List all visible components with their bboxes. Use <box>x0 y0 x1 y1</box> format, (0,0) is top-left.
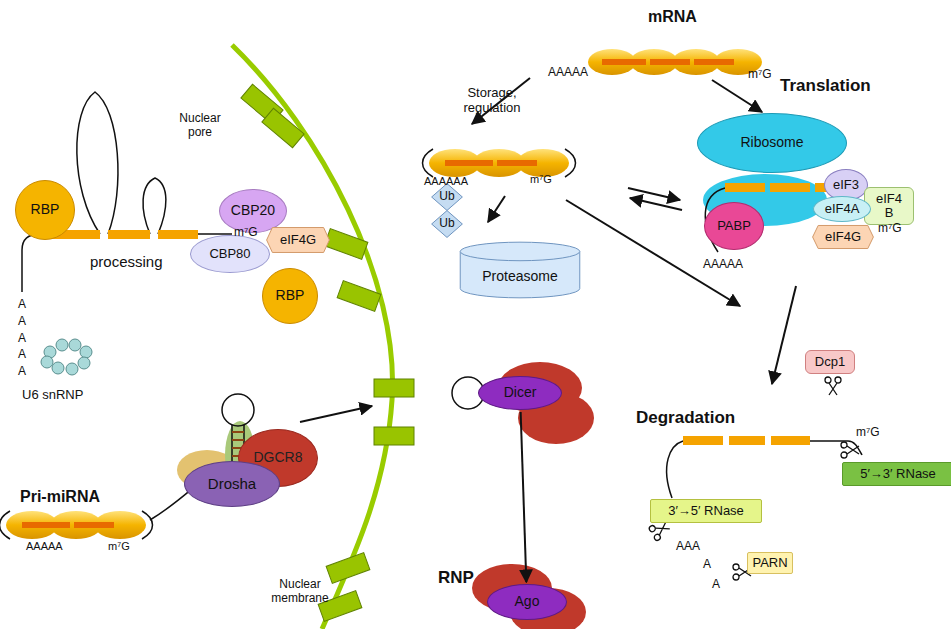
node-text: Proteasome <box>482 269 557 284</box>
text-label: m⁷G <box>878 222 902 236</box>
node-text: Dcp1 <box>815 355 845 369</box>
node-shape: Ub <box>431 210 463 238</box>
node-shape: Dcp1 <box>805 350 855 374</box>
node-shape: Ribosome <box>697 113 847 173</box>
node-text: CBP80 <box>209 247 250 261</box>
node-text: Ub <box>439 217 454 230</box>
node-shape: RBP <box>262 268 318 324</box>
node-text: Dicer <box>504 385 537 400</box>
text-label: Translation <box>780 76 871 96</box>
node-shape: eIF4G <box>266 227 330 253</box>
node-shape: eIF4 B <box>864 187 914 225</box>
text-label: m⁷G <box>108 540 130 553</box>
node-text: eIF4G <box>825 230 861 244</box>
node-text: eIF4 B <box>871 192 907 221</box>
text-label: Storage, regulation <box>452 86 532 116</box>
node-shape: Ago <box>487 584 567 620</box>
node-shape: 3′→5′ RNase <box>650 499 762 523</box>
node-text: 5′→3′ RNase <box>860 467 936 481</box>
node-shape: CBP80 <box>190 235 270 273</box>
text-label: Nuclear pore <box>170 112 230 140</box>
node-text: RBP <box>31 202 60 217</box>
node-shape: Ub <box>431 183 463 211</box>
text-label: U6 snRNP <box>22 388 83 403</box>
node-shape: PARN <box>747 552 793 574</box>
node-text: Ago <box>515 594 540 609</box>
node-text: eIF4A <box>825 202 860 216</box>
text-label: mRNA <box>648 8 697 26</box>
node-text: Ribosome <box>740 135 803 150</box>
text-label: RNP <box>438 568 474 588</box>
text-label: A <box>703 558 711 572</box>
text-label: Pri-miRNA <box>20 488 100 506</box>
node-shape: eIF4G <box>812 225 874 249</box>
text-label: AAAAA <box>703 258 743 272</box>
text-label: m⁷G <box>856 426 880 440</box>
text-label: AAAAAA <box>424 175 468 188</box>
node-text: Ub <box>439 190 454 203</box>
node-text: PARN <box>752 556 787 570</box>
node-text: CBP20 <box>231 203 275 218</box>
text-label: AAAAA <box>16 296 28 380</box>
text-label: m⁷G <box>234 226 258 240</box>
node-shape: PABP <box>704 202 764 250</box>
node-text: PABP <box>717 219 751 233</box>
text-label: A <box>712 578 720 592</box>
node-shape: Proteasome <box>459 241 581 299</box>
text-label: AAA <box>676 540 700 554</box>
node-shape: 5′→3′ RNase <box>842 462 951 486</box>
node-text: RBP <box>276 288 305 303</box>
text-label: Degradation <box>636 408 735 428</box>
node-shape: Dicer <box>478 376 562 410</box>
text-label: processing <box>90 253 163 270</box>
text-label: m⁷G <box>530 173 552 186</box>
node-shape: eIF4A <box>813 196 871 222</box>
text-label: AAAAA <box>548 66 588 80</box>
text-label: AAAAA <box>26 540 63 553</box>
node-text: Drosha <box>208 476 256 493</box>
node-text: eIF3 <box>833 178 859 192</box>
text-label: Nuclear membrane <box>264 578 336 606</box>
node-shape: RBP <box>15 180 75 240</box>
node-text: DGCR8 <box>253 450 302 465</box>
node-text: 3′→5′ RNase <box>668 504 744 518</box>
text-label: m⁷G <box>748 68 772 82</box>
node-text: eIF4G <box>280 233 316 247</box>
node-shape: Drosha <box>184 461 280 507</box>
arrow-connector <box>521 412 527 582</box>
